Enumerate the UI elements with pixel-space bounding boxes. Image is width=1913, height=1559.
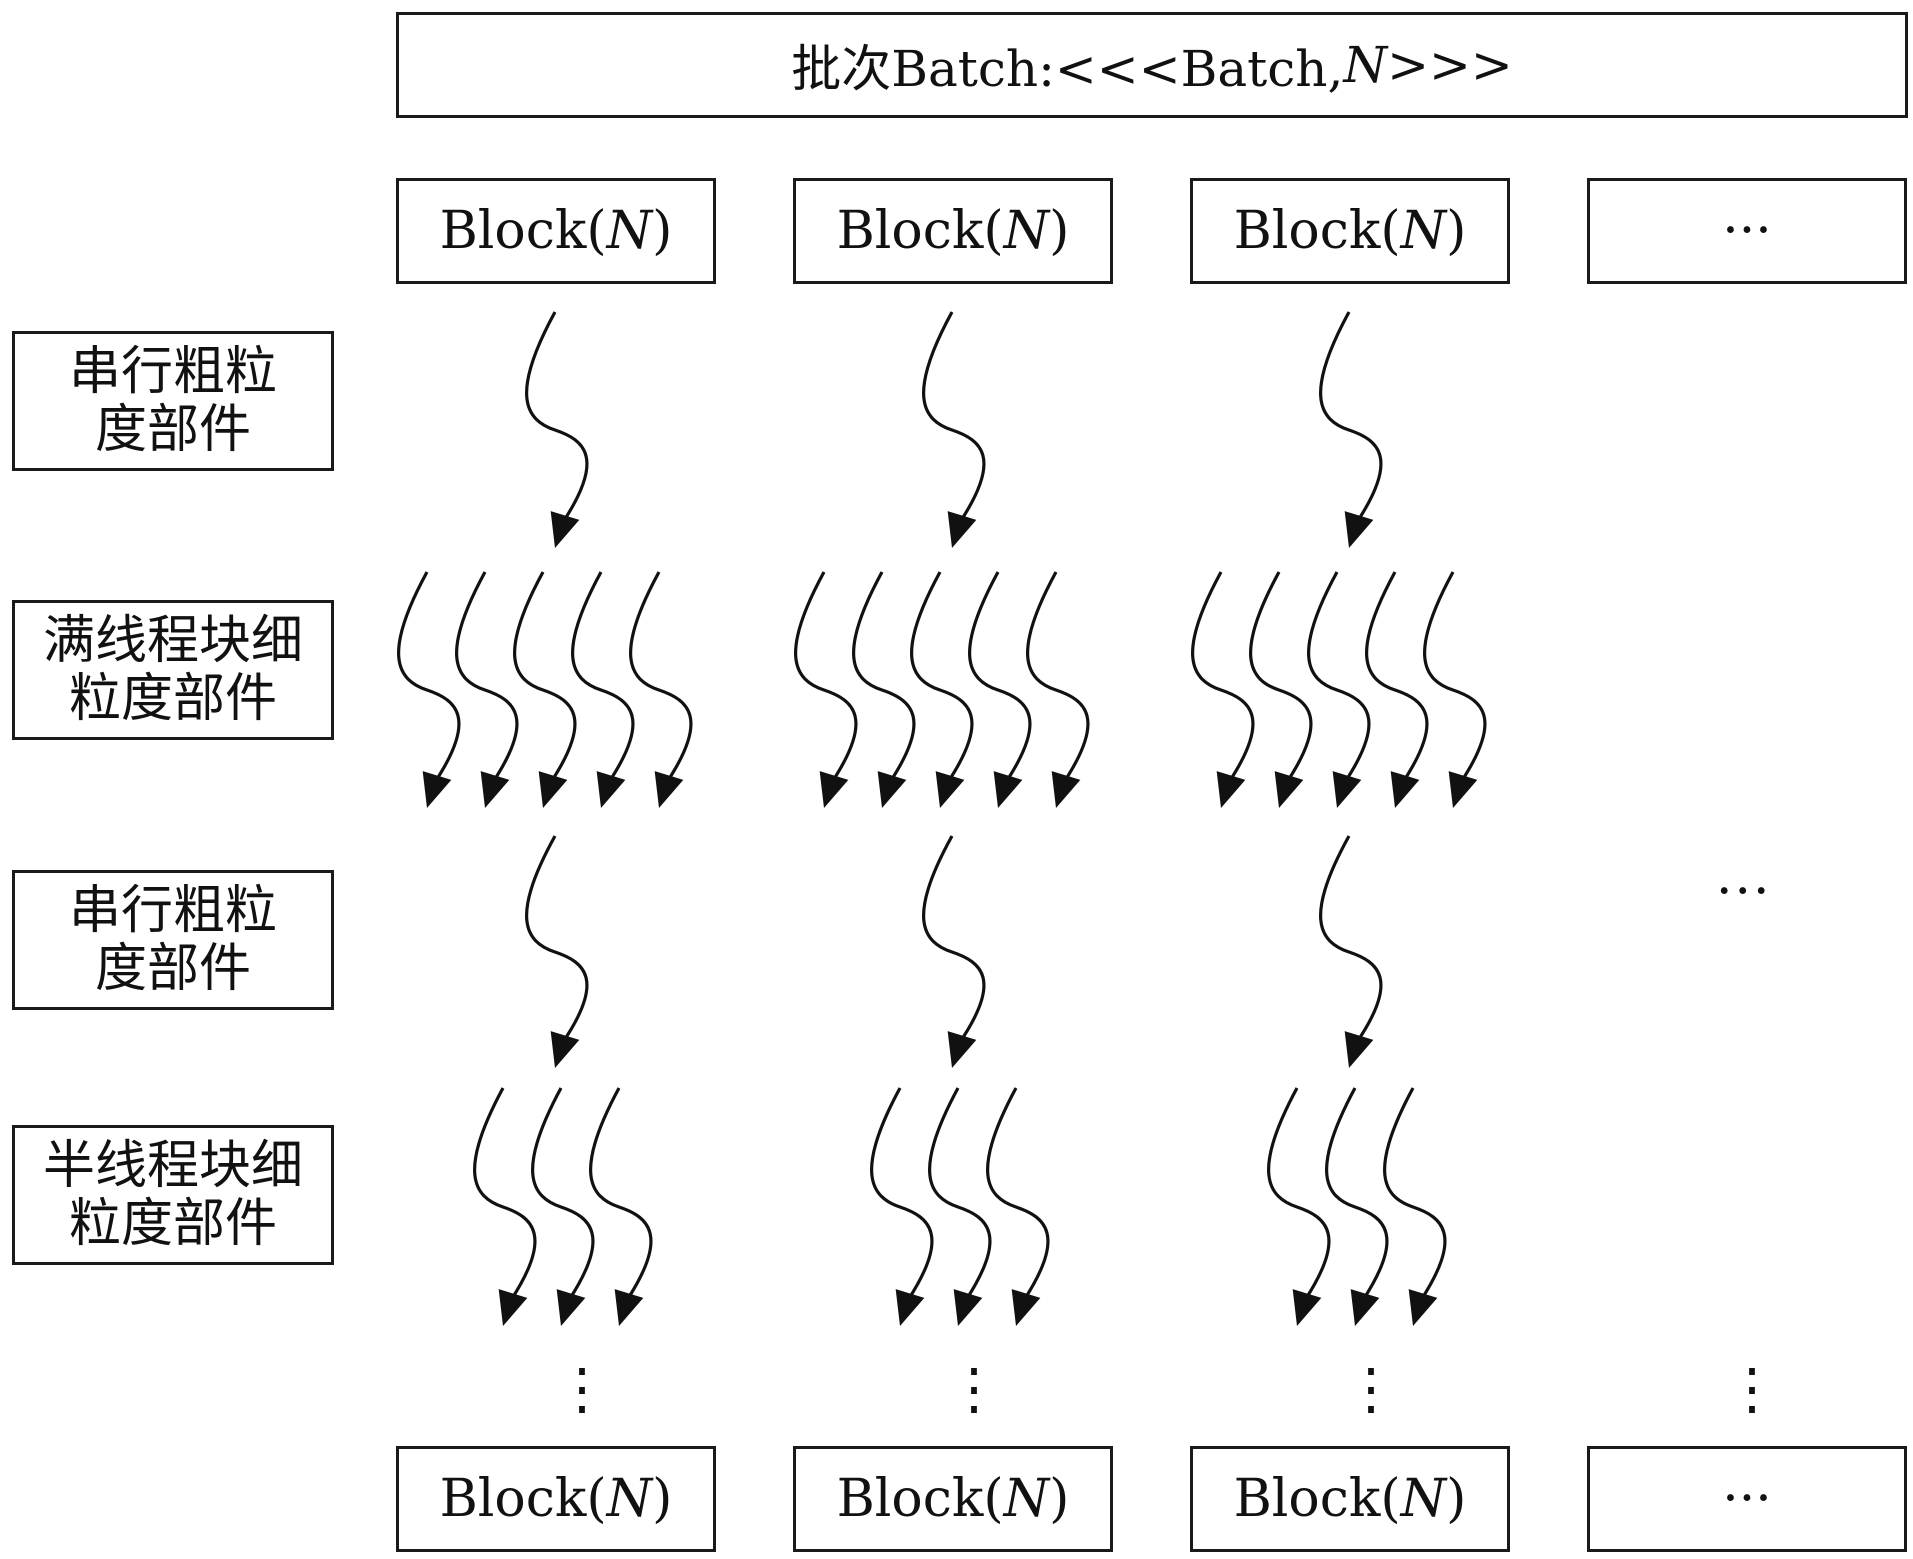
full-thread-arrow-col3-5	[1423, 571, 1487, 808]
half-thread-arrow-col3-2	[1325, 1087, 1389, 1326]
full-thread-arrow-col1-2	[455, 571, 519, 808]
full-thread-arrow-col1-1	[397, 571, 461, 808]
block-top-2: Block(N)	[793, 178, 1113, 284]
coarse-arrow-row2-col2	[922, 835, 986, 1068]
block-bottom-ellipsis: ···	[1587, 1446, 1907, 1552]
half-thread-arrow-col1-3	[589, 1087, 653, 1326]
side-label-serial-coarse-2: 串行粗粒 度部件	[12, 870, 334, 1010]
coarse-arrow-row2-col1	[525, 835, 589, 1068]
side-label-full-block-fine: 满线程块细 粒度部件	[12, 600, 334, 740]
full-thread-arrow-col3-1	[1191, 571, 1255, 808]
full-thread-arrow-col3-3	[1307, 571, 1371, 808]
half-thread-arrow-col2-3	[986, 1087, 1050, 1326]
coarse-arrow-row1-col3	[1319, 311, 1383, 548]
half-thread-arrow-col1-2	[531, 1087, 595, 1326]
batch-n: N	[1343, 36, 1388, 94]
full-thread-arrow-col2-2	[852, 571, 916, 808]
full-thread-arrow-col1-3	[513, 571, 577, 808]
full-thread-arrow-col2-5	[1026, 571, 1090, 808]
vdots-col-3: ⋮	[1343, 1357, 1399, 1422]
block-bottom-1: Block(N)	[396, 1446, 716, 1552]
block-bottom-2: Block(N)	[793, 1446, 1113, 1552]
ellipsis-middle-right: ···	[1716, 862, 1772, 922]
vdots-col-1: ⋮	[554, 1357, 610, 1422]
coarse-arrow-row1-col2	[922, 311, 986, 548]
block-top-ellipsis: ···	[1587, 178, 1907, 284]
half-thread-arrow-col2-2	[928, 1087, 992, 1326]
full-thread-arrow-col2-1	[794, 571, 858, 808]
vdots-col-4: ⋮	[1724, 1357, 1780, 1422]
half-thread-arrow-col2-1	[870, 1087, 934, 1326]
coarse-arrow-row2-col3	[1319, 835, 1383, 1068]
batch-suffix: >>>	[1387, 36, 1513, 94]
half-thread-arrow-col3-3	[1383, 1087, 1447, 1326]
full-thread-arrow-col1-4	[571, 571, 635, 808]
coarse-arrow-row1-col1	[525, 311, 589, 548]
batch-prefix: 批次Batch:<<<Batch,	[791, 40, 1344, 98]
batch-box: 批次Batch:<<<Batch,N>>>	[396, 12, 1908, 118]
vdots-col-2: ⋮	[946, 1357, 1002, 1422]
full-thread-arrow-col1-5	[629, 571, 693, 808]
full-thread-arrow-col3-2	[1249, 571, 1313, 808]
block-top-3: Block(N)	[1190, 178, 1510, 284]
block-top-1: Block(N)	[396, 178, 716, 284]
block-bottom-3: Block(N)	[1190, 1446, 1510, 1552]
half-thread-arrow-col3-1	[1267, 1087, 1331, 1326]
full-thread-arrow-col3-4	[1365, 571, 1429, 808]
full-thread-arrow-col2-3	[910, 571, 974, 808]
full-thread-arrow-col2-4	[968, 571, 1032, 808]
half-thread-arrow-col1-1	[473, 1087, 537, 1326]
side-label-half-block-fine: 半线程块细 粒度部件	[12, 1125, 334, 1265]
side-label-serial-coarse-1: 串行粗粒 度部件	[12, 331, 334, 471]
